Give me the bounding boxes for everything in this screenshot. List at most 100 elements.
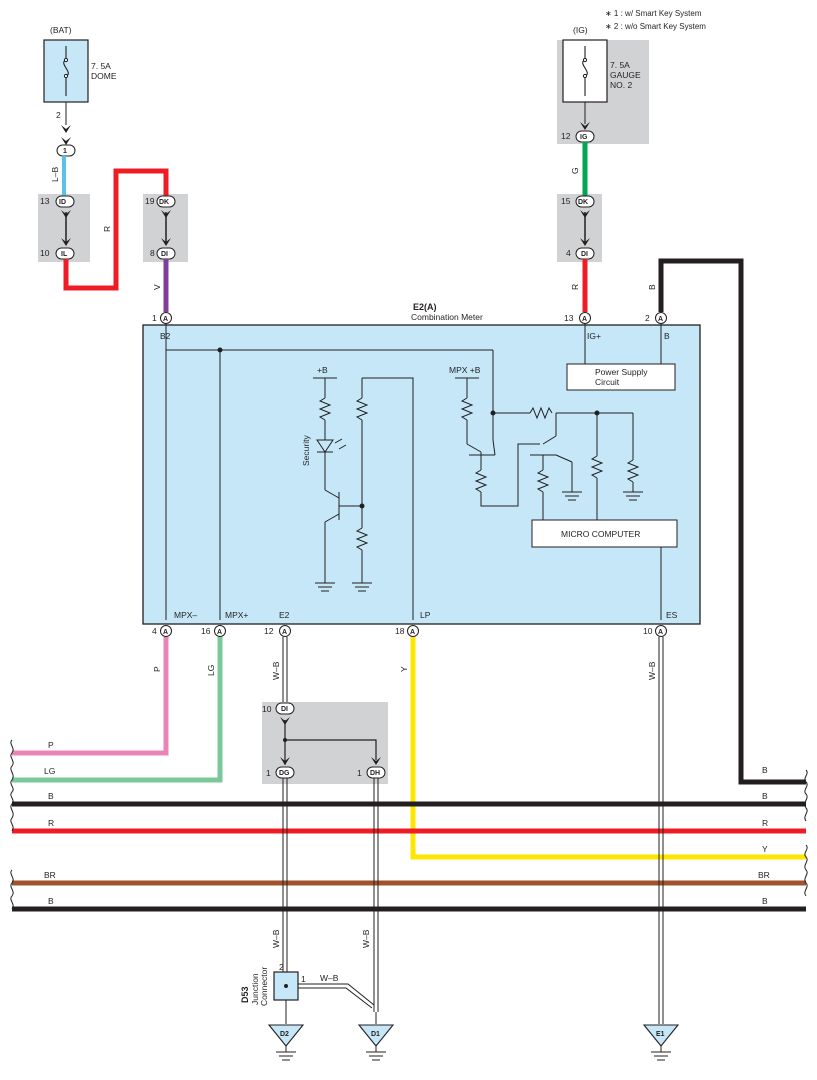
svg-text:A: A [658, 629, 663, 636]
svg-text:A: A [163, 629, 168, 636]
svg-text:15: 15 [561, 196, 571, 206]
svg-text:1: 1 [266, 768, 271, 778]
svg-text:4: 4 [152, 626, 157, 636]
svg-text:A: A [658, 316, 663, 323]
wire-y [410, 637, 806, 860]
meter-name: Combination Meter [411, 312, 483, 322]
wire-label-lb: L–B [50, 167, 60, 182]
d53-ref: D53 [240, 986, 250, 1003]
note-2: ∗ 2 : w/o Smart Key System [605, 22, 706, 31]
power-supply-circuit [566, 363, 676, 391]
svg-text:1: 1 [152, 313, 157, 323]
wire-b-main [658, 258, 806, 785]
svg-text:DH: DH [370, 770, 380, 777]
d53-name1: Junction [250, 973, 260, 1005]
svg-text:1: 1 [301, 974, 306, 984]
svg-text:IG+: IG+ [587, 331, 601, 341]
wire-wb-es [658, 637, 664, 1024]
d53-name2: Connector [259, 967, 269, 1006]
svg-text:DI: DI [161, 251, 168, 258]
wire-label-y: Y [399, 666, 409, 672]
svg-text:B: B [762, 896, 768, 906]
svg-text:13: 13 [564, 313, 574, 323]
dome-fuse-name: DOME [91, 71, 117, 81]
micro-computer [531, 519, 678, 548]
wire-r-left [63, 168, 169, 291]
bus-breaks [10, 739, 808, 910]
svg-text:E1: E1 [656, 1031, 665, 1038]
plus-b-label: +B [317, 365, 328, 375]
wire-label-lg: LG [206, 665, 216, 676]
conn-dk-left [156, 195, 176, 208]
meter-internal-circuit [165, 324, 662, 620]
ig-source-label: (IG) [573, 25, 588, 35]
svg-text:B: B [48, 791, 54, 801]
gauge-fuse-rating: 7. 5A [610, 60, 630, 70]
svg-text:D2: D2 [280, 1031, 289, 1038]
svg-text:1: 1 [357, 768, 362, 778]
svg-text:IL: IL [61, 251, 68, 258]
wire-label-wb-junc: W–B [320, 973, 339, 983]
bus-lines [12, 801, 806, 912]
svg-text:ES: ES [666, 610, 678, 620]
svg-text:BR: BR [44, 870, 56, 880]
wire-wb-dh [373, 778, 379, 1012]
svg-text:B: B [48, 896, 54, 906]
wire-label-r2: R [570, 284, 580, 290]
svg-text:10: 10 [40, 248, 50, 258]
wire-label-wb-dh: W–B [361, 929, 371, 948]
svg-text:Power Supply: Power Supply [595, 367, 648, 377]
svg-text:Y: Y [762, 844, 768, 854]
svg-text:D1: D1 [371, 1031, 380, 1038]
ground-d1 [357, 1024, 395, 1061]
svg-text:DI: DI [581, 251, 588, 258]
svg-text:4: 4 [566, 248, 571, 258]
svg-text:DK: DK [578, 199, 588, 206]
svg-text:BR: BR [758, 870, 770, 880]
svg-text:B: B [762, 791, 768, 801]
svg-text:13: 13 [40, 196, 50, 206]
wire-wb-junction [298, 983, 375, 1009]
conn-dg [275, 766, 295, 779]
wire-label-wb1: W–B [271, 661, 281, 680]
svg-text:10: 10 [643, 626, 653, 636]
wire-label-wb-es: W–B [647, 661, 657, 680]
svg-text:MPX–: MPX– [174, 610, 197, 620]
conn-dk-right [575, 195, 595, 208]
svg-text:LP: LP [420, 610, 431, 620]
svg-text:LG: LG [44, 766, 55, 776]
svg-text:IG: IG [580, 134, 588, 141]
svg-text:1: 1 [63, 148, 67, 155]
wire-label-wb-dg: W–B [271, 929, 281, 948]
svg-text:ID: ID [59, 199, 66, 206]
wire-label-v: V [152, 284, 162, 290]
svg-text:DK: DK [159, 199, 169, 206]
note-1: ∗ 1 : w/ Smart Key System [605, 9, 702, 18]
svg-text:B: B [664, 331, 670, 341]
svg-text:MPX+: MPX+ [225, 610, 248, 620]
dome-fuse-pin: 2 [56, 110, 61, 120]
svg-text:12: 12 [264, 626, 274, 636]
ground-d2 [267, 1024, 305, 1061]
meter-ref: E2(A) [413, 302, 437, 312]
svg-text:A: A [410, 629, 415, 636]
dome-fuse-rating: 7. 5A [91, 61, 111, 71]
svg-text:18: 18 [395, 626, 405, 636]
bat-source-label: (BAT) [50, 25, 72, 35]
conn-id [55, 195, 75, 208]
svg-text:8: 8 [150, 248, 155, 258]
mpx-b-label: MPX +B [449, 365, 481, 375]
gauge-fuse-name2: NO. 2 [610, 80, 632, 90]
svg-text:2: 2 [279, 962, 284, 972]
svg-text:Circuit: Circuit [595, 377, 620, 387]
wire-label-r1: R [102, 226, 112, 232]
wire-p [12, 637, 169, 756]
security-label: Security [301, 435, 311, 466]
svg-text:16: 16 [201, 626, 211, 636]
svg-text:R: R [48, 818, 54, 828]
svg-text:A: A [582, 316, 587, 323]
wire-label-p: P [152, 666, 162, 672]
svg-text:R: R [762, 818, 768, 828]
svg-text:B: B [762, 765, 768, 775]
